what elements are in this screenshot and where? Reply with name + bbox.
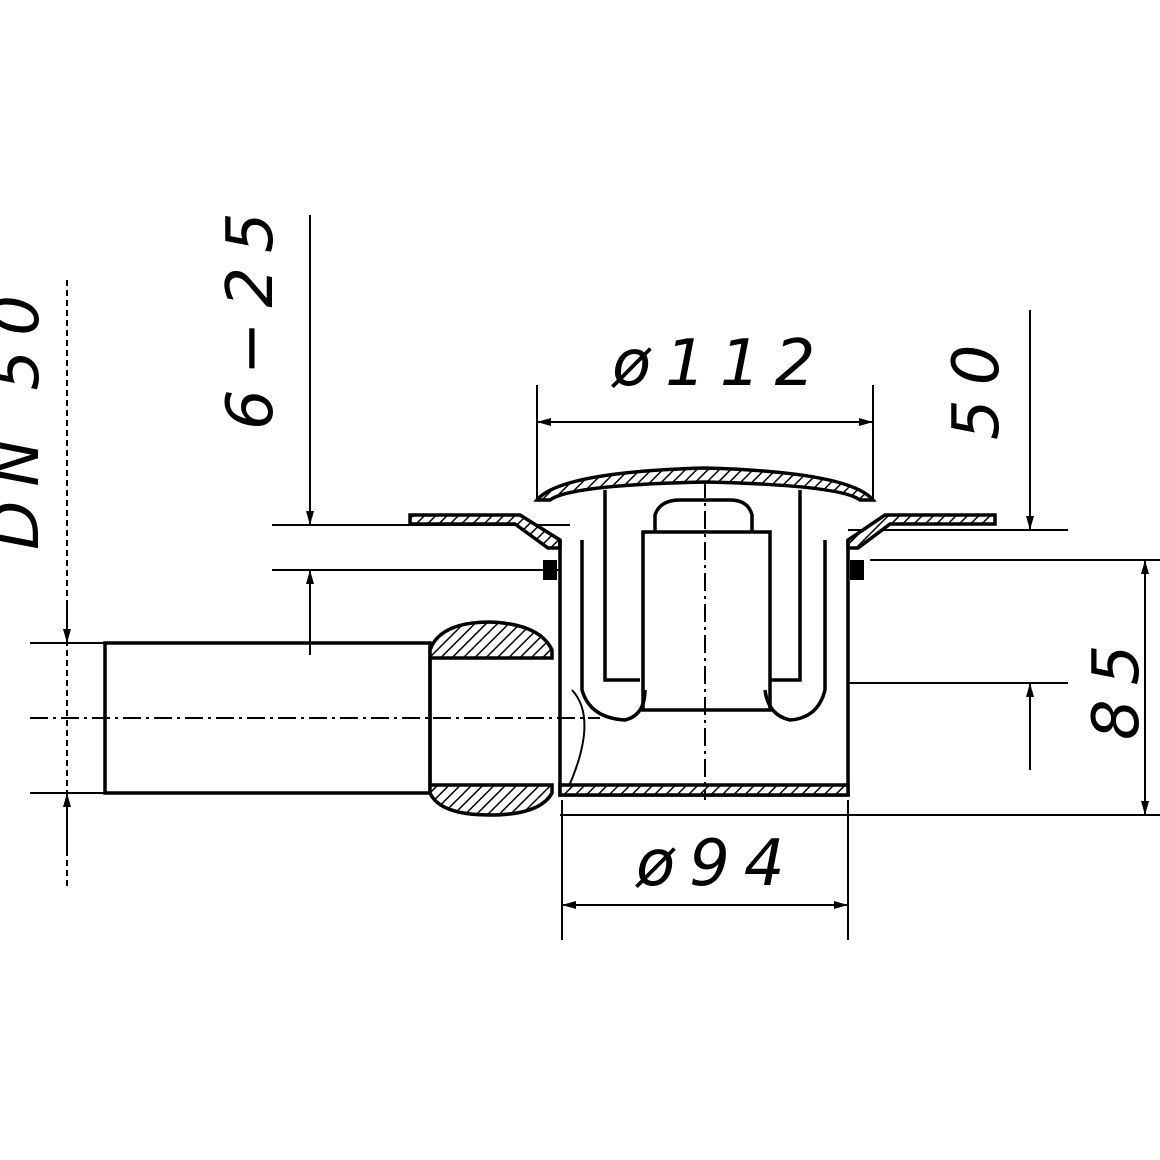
cap-diameter-label: ø112	[611, 327, 829, 401]
cap-diameter-dimension: ø112	[536, 327, 874, 500]
height-range-label: 6−25	[214, 198, 288, 430]
dn-dimension: DN 50	[0, 280, 105, 890]
dn-label: DN 50	[0, 281, 54, 550]
total-height-dimension: 85	[560, 559, 1160, 816]
outlet-pipe	[30, 620, 600, 817]
body-diameter-dimension: ø94	[561, 800, 849, 940]
height-range-dimension: 6−25	[214, 198, 570, 655]
drain-cap	[533, 466, 877, 722]
tray-flange	[408, 513, 997, 580]
total-height-label: 85	[1080, 631, 1154, 740]
body-diameter-label: ø94	[635, 827, 799, 901]
trap-body	[558, 480, 850, 800]
upper-height-dimension: 50	[848, 310, 1068, 770]
upper-height-label: 50	[940, 331, 1014, 440]
